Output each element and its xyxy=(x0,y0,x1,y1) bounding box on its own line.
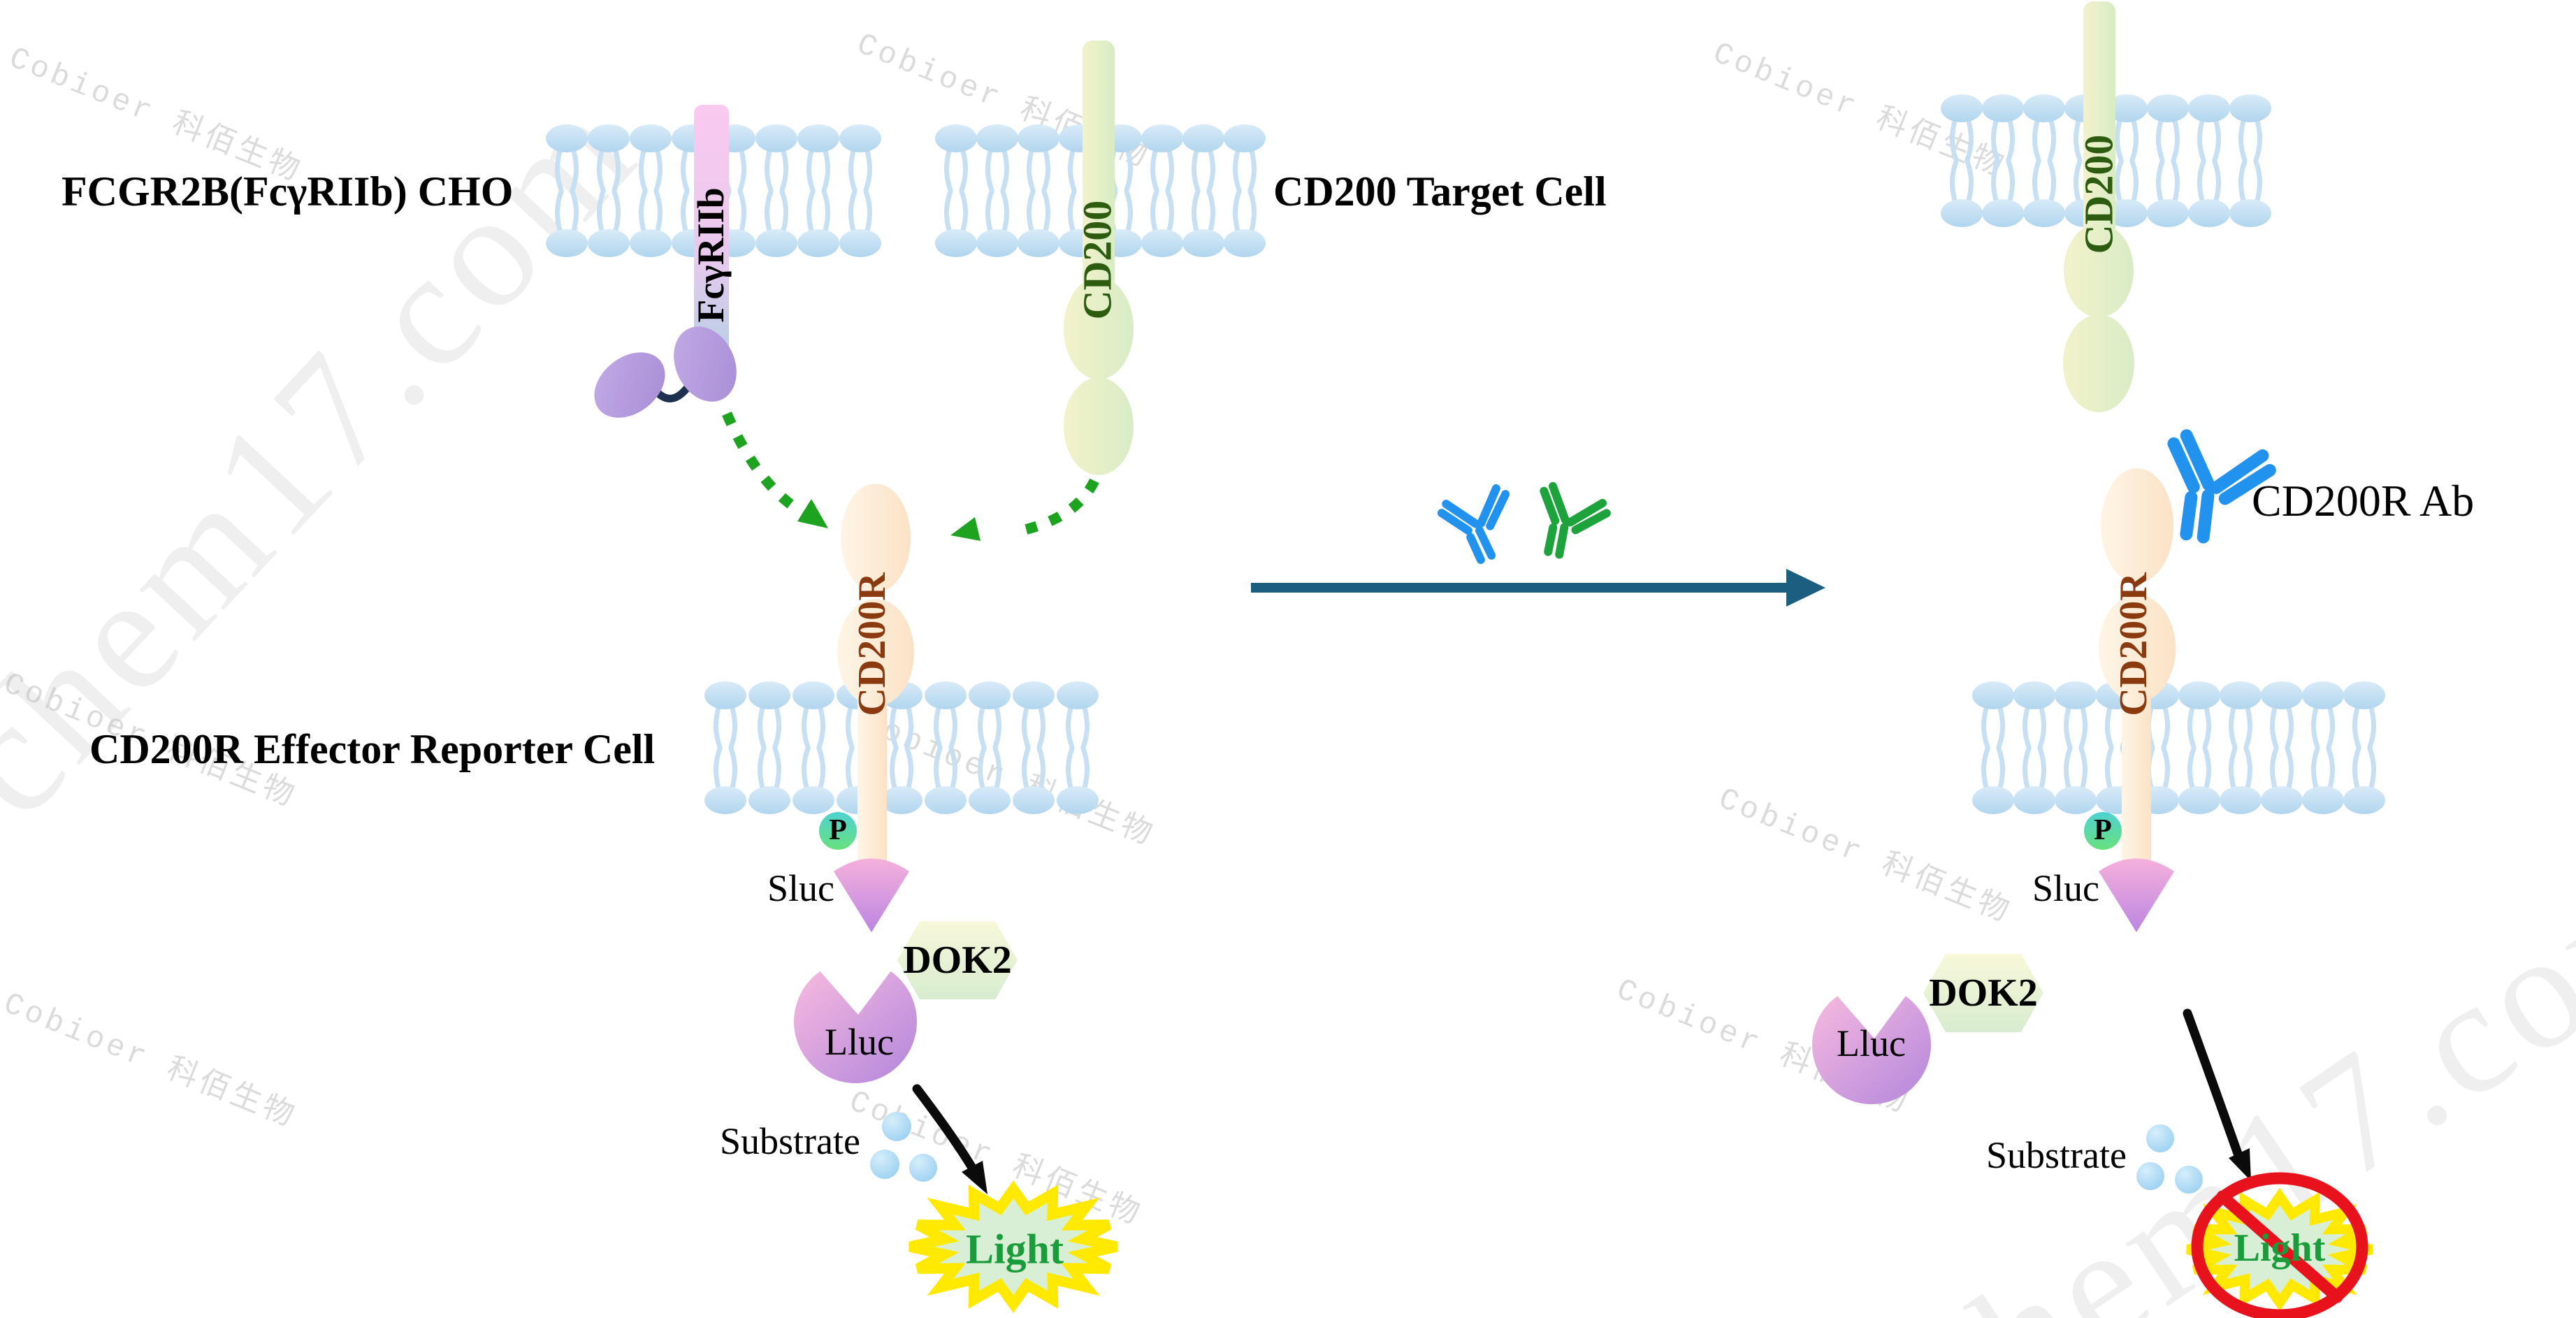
substrate-label: Substrate xyxy=(720,1120,860,1162)
itam-domain xyxy=(594,352,665,418)
cd200r-receptor-right xyxy=(2099,468,2176,870)
lluc-label-right: Lluc xyxy=(1837,1022,1906,1064)
engagement-arrow-left xyxy=(722,412,828,528)
light-burst xyxy=(909,1180,1118,1313)
dok2-protein-right xyxy=(1923,954,2043,1032)
cd200-receptor-detached xyxy=(2063,1,2134,412)
no-light-prohibition-icon xyxy=(2191,1172,2368,1318)
catalysis-arrow-right xyxy=(2183,1008,2251,1181)
substrate-dots xyxy=(870,1112,937,1182)
dok2-label: DOK2 xyxy=(903,939,1012,982)
cd200-receptor-label: CD200 xyxy=(1074,200,1120,320)
cell-membrane xyxy=(704,681,1099,814)
phospho-badge-right xyxy=(2084,812,2122,850)
itam-linker xyxy=(653,383,692,403)
lluc-label: Lluc xyxy=(825,1021,894,1063)
arrowhead xyxy=(950,517,981,541)
sluc-label: Sluc xyxy=(767,867,835,909)
cho-cell-label: FCGR2B(FcγRIIb) CHO xyxy=(61,168,514,215)
cd200-receptor-label-right: CD200 xyxy=(2076,134,2122,254)
lluc-fragment xyxy=(794,971,918,1083)
lluc-fragment-right xyxy=(1812,996,1931,1105)
phospho-badge xyxy=(819,812,857,850)
light-label-right: Light xyxy=(2234,1226,2326,1270)
cell-membrane xyxy=(1972,681,2385,814)
engagement-arrow-right xyxy=(950,478,1099,541)
sluc-label-right: Sluc xyxy=(2032,867,2100,909)
substrate-label-right: Substrate xyxy=(1986,1134,2127,1176)
cd200r-ab-label: CD200R Ab xyxy=(2252,476,2475,526)
phospho-label: P xyxy=(829,814,847,846)
phospho-label-right: P xyxy=(2094,814,2112,846)
sluc-fragment xyxy=(834,858,909,932)
itam-domain xyxy=(674,326,737,402)
substrate-dots-right xyxy=(2136,1124,2203,1194)
dok2-label-right: DOK2 xyxy=(1929,971,2038,1015)
cd200-receptor xyxy=(1064,41,1134,475)
cd200r-receptor-label-right: CD200R xyxy=(2112,572,2155,716)
fcgr2b-receptor xyxy=(594,105,737,418)
fcgr2b-receptor-label: FcγRIIb xyxy=(690,187,732,323)
dok2-protein xyxy=(897,921,1018,999)
antibody-icon-green xyxy=(1520,476,1610,567)
light-label: Light xyxy=(965,1226,1064,1273)
catalysis-arrow xyxy=(912,1084,987,1194)
antibody-icon-blue xyxy=(1440,487,1514,564)
arrowhead xyxy=(797,499,828,528)
transition-arrow xyxy=(1251,569,1825,607)
cd200r-receptor-label: CD200R xyxy=(851,572,894,716)
effector-cell-label: CD200R Effector Reporter Cell xyxy=(89,726,656,772)
cd200r-receptor xyxy=(837,484,914,870)
target-cell-label: CD200 Target Cell xyxy=(1273,168,1607,215)
sluc-fragment-right xyxy=(2099,858,2174,932)
